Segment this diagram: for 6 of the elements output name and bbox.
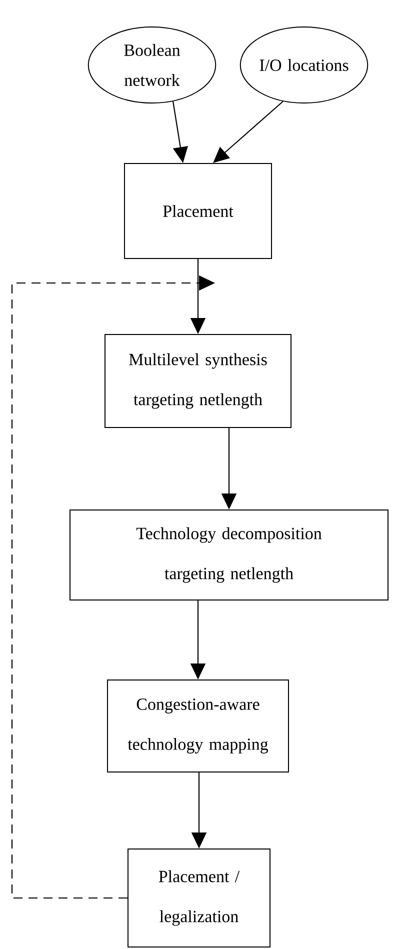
arrow <box>213 100 284 163</box>
process-box: Multilevel synthesis targeting netlength <box>104 334 292 428</box>
process-box: Congestion-aware technology mapping <box>107 680 289 772</box>
process-box: Technology decomposition targeting netlength <box>70 510 388 600</box>
process-box: Placement <box>124 163 272 259</box>
process-box: Placement / legalization <box>128 848 270 948</box>
